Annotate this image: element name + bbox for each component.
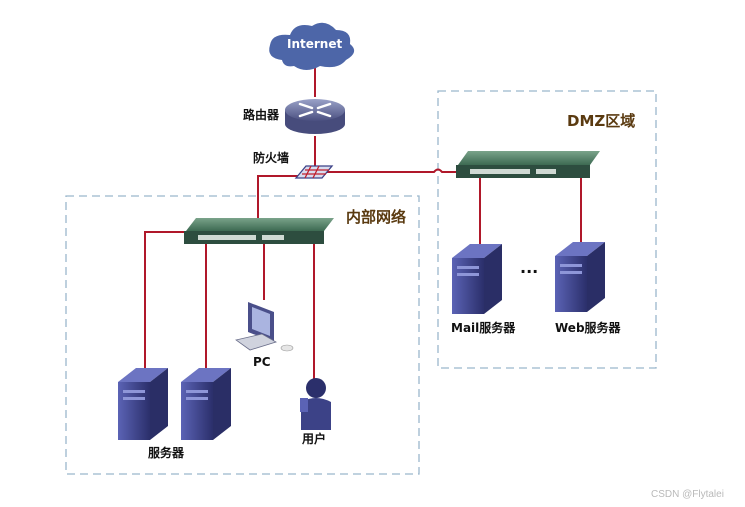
user-icon <box>300 378 331 430</box>
link-firewall-dmz-switch <box>327 168 462 173</box>
internal-zone-box <box>65 195 420 475</box>
firewall-label: 防火墙 <box>253 151 290 165</box>
internal-zone-label: 内部网络 <box>346 208 407 226</box>
internal-switch-icon <box>184 218 334 244</box>
router-label: 路由器 <box>243 108 280 122</box>
dmz-zone-box <box>437 90 657 369</box>
router-icon <box>285 99 345 134</box>
dmz-switch-icon <box>456 151 600 178</box>
servers-label: 服务器 <box>148 446 185 460</box>
internal-server-2-icon <box>181 368 231 440</box>
mail-server-icon <box>452 244 502 314</box>
pc-label: PC <box>253 355 271 369</box>
internal-server-1-icon <box>118 368 168 440</box>
firewall-icon <box>294 165 334 179</box>
pc-icon <box>235 302 294 352</box>
web-server-label: Web服务器 <box>555 321 621 335</box>
dmz-zone-label: DMZ区域 <box>567 112 636 130</box>
internet-cloud-icon <box>269 22 355 70</box>
watermark: CSDN @Flytalei <box>651 489 724 500</box>
link-switch-server1 <box>144 231 186 370</box>
internet-label: Internet <box>287 37 343 51</box>
links <box>144 68 582 380</box>
user-label: 用户 <box>302 432 327 446</box>
ellipsis-label: ... <box>520 258 539 277</box>
mail-server-label: Mail服务器 <box>451 321 516 335</box>
link-firewall-internal-switch <box>257 175 305 218</box>
web-server-icon <box>555 242 605 312</box>
